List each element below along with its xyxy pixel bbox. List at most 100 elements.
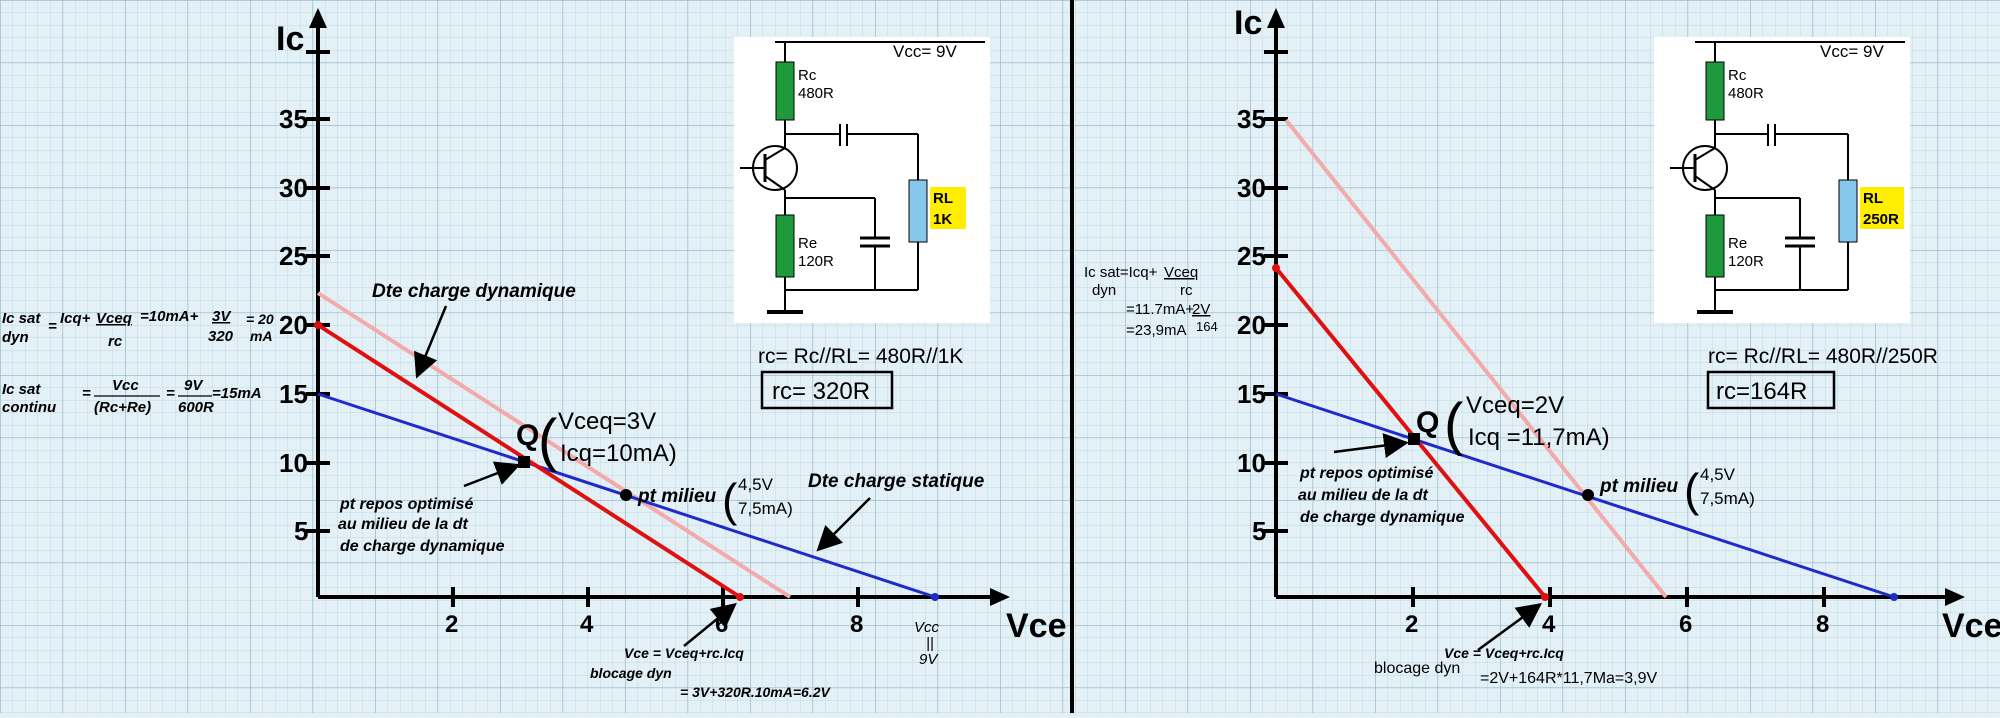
- svg-text:= 20: = 20: [246, 311, 274, 327]
- svg-text:rc: rc: [1180, 282, 1193, 299]
- right-y-tick-label: 10: [1237, 448, 1266, 478]
- left-y-tick-label: 15: [279, 379, 308, 409]
- svg-text:Ic sat: Ic sat: [2, 381, 41, 398]
- svg-text:600R: 600R: [178, 399, 214, 416]
- circuit-re-name: Re: [1728, 235, 1747, 252]
- circuit-rc-name: Rc: [1728, 67, 1747, 84]
- rl-resistor: [1838, 179, 1858, 243]
- right-repos-label: au milieu de la dt: [1298, 487, 1428, 504]
- left-y-tick-label: 5: [294, 516, 308, 546]
- svg-text:3V: 3V: [212, 308, 232, 325]
- left-repos-label: au milieu de la dt: [338, 516, 468, 533]
- svg-text:9V: 9V: [184, 377, 204, 394]
- svg-text:=23,9mA: =23,9mA: [1126, 322, 1186, 339]
- right-blocage-arrow: [1477, 603, 1543, 652]
- svg-text:dyn: dyn: [1092, 282, 1116, 299]
- right-x-arrow: [1945, 588, 1965, 606]
- right-x-tick-label: 2: [1405, 611, 1418, 638]
- left-milieu-v: 4,5V: [738, 475, 774, 494]
- left-vcc-x-label: 9V: [919, 651, 939, 668]
- svg-text:=: =: [82, 385, 91, 402]
- rc-resistor: [1705, 61, 1725, 121]
- right-icsat-formula: Ic sat=Icq+ Vceq dyn rc =11.7mA+ 2V =23,…: [1084, 264, 1218, 339]
- right-x-ticks: 2 4 6 8: [1405, 587, 1829, 638]
- left-q-vceq: Vceq=3V: [558, 408, 656, 435]
- right-repos-arrow: [1333, 433, 1409, 458]
- svg-text:Ic sat: Ic sat: [2, 310, 41, 327]
- left-milieu-paren: (: [722, 474, 738, 526]
- svg-text:Ic sat=Icq+: Ic sat=Icq+: [1084, 264, 1158, 281]
- left-dte-dyn-label: Dte charge dynamique: [372, 281, 576, 302]
- left-q-label: Q: [516, 419, 539, 452]
- right-x-tick-label: 8: [1816, 611, 1829, 638]
- right-q-paren: (: [1444, 392, 1463, 457]
- left-x-tick-label: 2: [445, 611, 458, 638]
- svg-text:continu: continu: [2, 399, 56, 416]
- right-repos-label: pt repos optimisé: [1299, 465, 1433, 482]
- left-dte-stat-label: Dte charge statique: [808, 471, 985, 492]
- right-milieu-point: [1582, 489, 1594, 501]
- right-x-tick-label: 6: [1679, 611, 1692, 638]
- re-resistor: [1705, 214, 1725, 278]
- left-q-point: [518, 456, 530, 468]
- left-axis-x-label: Vce: [1006, 607, 1067, 645]
- left-vcc-point: [931, 593, 939, 601]
- right-dynamic-line-faint: [1284, 118, 1668, 599]
- right-milieu-label: pt milieu: [1599, 476, 1679, 497]
- rl-highlight: [1860, 187, 1904, 229]
- svg-text:mA: mA: [250, 328, 273, 344]
- right-dynamic-load-line: [1274, 266, 1547, 599]
- left-blocage-value: = 3V+320R.10mA=6.2V: [680, 684, 831, 700]
- rl-highlight: [930, 187, 966, 229]
- right-q-label: Q: [1416, 406, 1439, 439]
- left-dynamic-line-faint: [316, 291, 792, 599]
- right-circuit: Vcc= 9V Rc 480R RL 250R Re 120R: [1654, 37, 1910, 323]
- svg-text:Icq+: Icq+: [60, 310, 91, 327]
- circuit-rc-value: 480R: [798, 85, 834, 102]
- left-vce-formula: Vce = Vceq+rc.Icq: [624, 645, 744, 661]
- rc-resistor: [775, 61, 795, 121]
- left-y-tick-label: 10: [279, 448, 308, 478]
- right-axis-y-label: Ic: [1234, 4, 1262, 42]
- circuit-rl-name: RL: [1863, 190, 1883, 207]
- right-repos-label: de charge dynamique: [1300, 509, 1465, 526]
- right-rc-formula: rc= Rc//RL= 480R//250R: [1708, 345, 1938, 368]
- left-rc-box-text: rc= 320R: [772, 378, 870, 405]
- circuit-re-value: 120R: [1728, 253, 1764, 270]
- left-y-tick-label: 35: [279, 104, 308, 134]
- right-milieu-i: 7,5mA): [1700, 489, 1755, 508]
- left-y-tick-label: 25: [279, 241, 308, 271]
- left-icsat-cont-formula: Ic sat continu = Vcc (Rc+Re) = 9V 600R =…: [2, 377, 262, 416]
- circuit-rc-name: Rc: [798, 67, 817, 84]
- svg-text:=: =: [48, 318, 57, 335]
- right-q-vceq: Vceq=2V: [1466, 392, 1564, 419]
- circuit-rl-name: RL: [933, 190, 953, 207]
- left-repos-label: pt repos optimisé: [339, 496, 473, 513]
- left-y-tick-label: 30: [279, 173, 308, 203]
- circuit-rl-value: 250R: [1863, 211, 1899, 228]
- svg-text:Vcc: Vcc: [112, 377, 139, 394]
- right-blocage-label: blocage dyn: [1374, 660, 1460, 677]
- right-axis-x-label: Vce: [1942, 607, 2000, 645]
- left-q-icq: Icq=10mA): [560, 440, 677, 467]
- left-dte-dyn-arrow: [414, 305, 448, 379]
- svg-text:=10mA+: =10mA+: [140, 308, 199, 325]
- svg-text:(Rc+Re): (Rc+Re): [94, 399, 151, 416]
- circuit-rc-value: 480R: [1728, 85, 1764, 102]
- right-blocage-point: [1541, 593, 1549, 601]
- right-panel: Ic Vce 5 10 15 20 25 30 35 2 4 6: [1084, 4, 2000, 687]
- svg-text:Vceq: Vceq: [96, 310, 132, 327]
- circuit-rl-value: 1K: [933, 211, 952, 228]
- left-rc-formula: rc= Rc//RL= 480R//1K: [758, 345, 963, 368]
- left-x-arrow: [990, 588, 1010, 606]
- right-vcc-point: [1890, 593, 1898, 601]
- svg-text:=11.7mA+: =11.7mA+: [1126, 301, 1194, 318]
- left-blocage-label: blocage dyn: [590, 665, 672, 681]
- svg-text:2V: 2V: [1192, 301, 1210, 318]
- left-vcc-x-label: ||: [926, 635, 934, 652]
- re-resistor: [775, 214, 795, 278]
- right-y-ticks: 5 10 15 20 25 30 35: [1237, 50, 1288, 546]
- left-y-tick-label: 20: [279, 310, 308, 340]
- right-icsat-dyn-point: [1272, 264, 1280, 272]
